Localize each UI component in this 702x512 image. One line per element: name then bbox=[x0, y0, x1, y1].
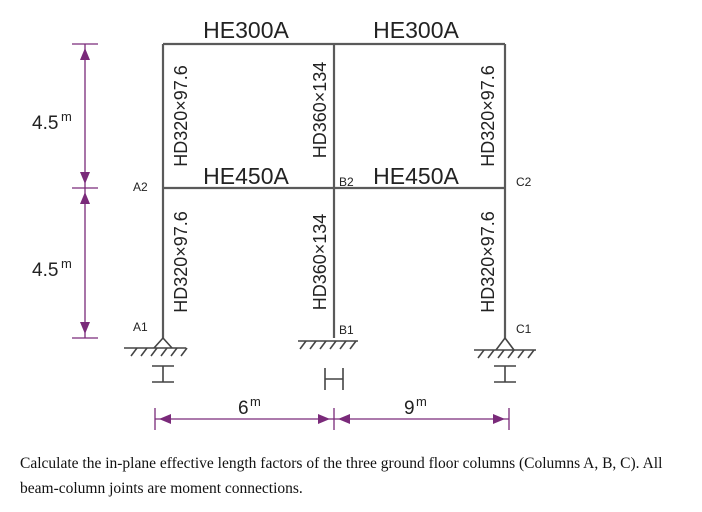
column-a-section-icon bbox=[152, 365, 174, 383]
left-span-unit: m bbox=[250, 394, 261, 409]
horizontal-dimension-left bbox=[154, 408, 335, 430]
roof-beam-right-label: HE300A bbox=[373, 17, 459, 43]
vertical-dimension-lower bbox=[72, 187, 98, 339]
upper-height-unit: m bbox=[61, 109, 72, 124]
left-span-value: 6 bbox=[238, 398, 249, 419]
node-c2-label: C2 bbox=[516, 175, 532, 189]
support-b bbox=[298, 340, 358, 390]
column-a-upper-label: HD320×97.6 bbox=[171, 65, 191, 167]
column-a-lower-label: HD320×97.6 bbox=[171, 211, 191, 313]
horizontal-dimension-right bbox=[334, 408, 510, 430]
column-c-upper-label: HD320×97.6 bbox=[478, 65, 498, 167]
lower-height-value: 4.5 bbox=[32, 260, 58, 281]
upper-height-value: 4.5 bbox=[32, 113, 58, 134]
column-c-lower-label: HD320×97.6 bbox=[478, 211, 498, 313]
right-span-unit: m bbox=[416, 394, 427, 409]
column-c-section-icon bbox=[494, 365, 516, 383]
column-b-upper-label: HD360×134 bbox=[310, 62, 330, 159]
support-a bbox=[124, 337, 188, 383]
node-b2-label: B2 bbox=[339, 175, 354, 189]
lower-height-unit: m bbox=[61, 256, 72, 271]
node-b1-label: B1 bbox=[339, 323, 354, 337]
floor-beam-left-label: HE450A bbox=[203, 163, 289, 189]
roof-beam-left-label: HE300A bbox=[203, 17, 289, 43]
support-c bbox=[474, 337, 536, 383]
floor-beam-right-label: HE450A bbox=[373, 163, 459, 189]
column-b-lower-label: HD360×134 bbox=[310, 214, 330, 311]
node-c1-label: C1 bbox=[516, 322, 532, 336]
frame-members bbox=[161, 42, 507, 338]
node-a1-label: A1 bbox=[133, 320, 148, 334]
vertical-dimension-upper bbox=[72, 43, 98, 188]
node-a2-label: A2 bbox=[133, 180, 148, 194]
question-text: Calculate the in-plane effective length … bbox=[20, 455, 663, 497]
frame-diagram: HE300A HE300A HE450A HE450A HD320×97.6 H… bbox=[32, 17, 536, 430]
right-span-value: 9 bbox=[404, 398, 415, 419]
column-b-section-icon bbox=[324, 368, 344, 390]
